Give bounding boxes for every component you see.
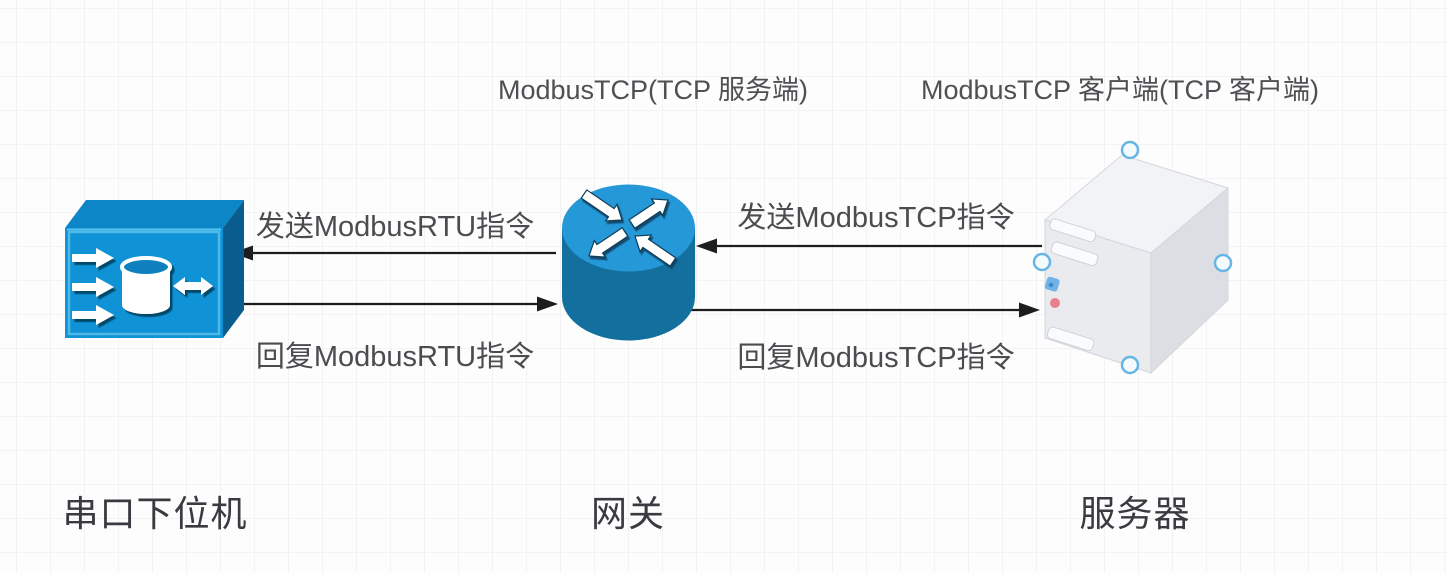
serial-device-icon[interactable] [58,188,253,348]
database-cylinder-icon [120,256,172,314]
routing-arrows-icon [580,189,677,267]
drive-bays [1046,218,1099,352]
selection-handle-top[interactable] [1120,140,1140,160]
node-label-server: 服务器 [1079,493,1191,534]
selection-handle-bottom[interactable] [1120,355,1140,375]
edge-label-send-modbus-tcp: 发送ModbusTCP指令 [737,202,1015,234]
router-icon[interactable] [556,176,704,346]
arrowhead-right-icon [537,296,558,312]
selection-handle-right[interactable] [1213,253,1233,273]
power-button-icon [1044,276,1060,292]
selection-handles [1032,140,1233,375]
arrowhead-right-icon [1019,302,1040,318]
server-tower-icon[interactable] [1030,138,1235,378]
edge-label-reply-modbus-tcp: 回复ModbusTCP指令 [737,342,1015,374]
node-label-gateway: 网关 [590,493,665,534]
edge-label-send-modbus-rtu: 发送ModbusRTU指令 [255,211,535,243]
selection-handle-left[interactable] [1032,252,1052,272]
data-flow-arrows-icon [72,248,114,325]
bidirectional-arrow-icon [173,277,213,295]
edge-reply-modbus-rtu[interactable] [237,296,558,312]
gateway-protocol-label: ModbusTCP(TCP 服务端) [497,75,809,105]
arrowhead-left-icon [696,238,717,254]
node-label-serial-slave: 串口下位机 [62,493,248,534]
edge-send-modbus-tcp[interactable] [696,238,1042,254]
edge-label-reply-modbus-rtu: 回复ModbusRTU指令 [255,341,535,373]
edge-send-modbus-rtu[interactable] [232,245,556,261]
server-protocol-label: ModbusTCP 客户端(TCP 客户端) [920,75,1320,105]
status-led-icon [1050,298,1060,308]
edge-reply-modbus-tcp[interactable] [690,302,1040,318]
